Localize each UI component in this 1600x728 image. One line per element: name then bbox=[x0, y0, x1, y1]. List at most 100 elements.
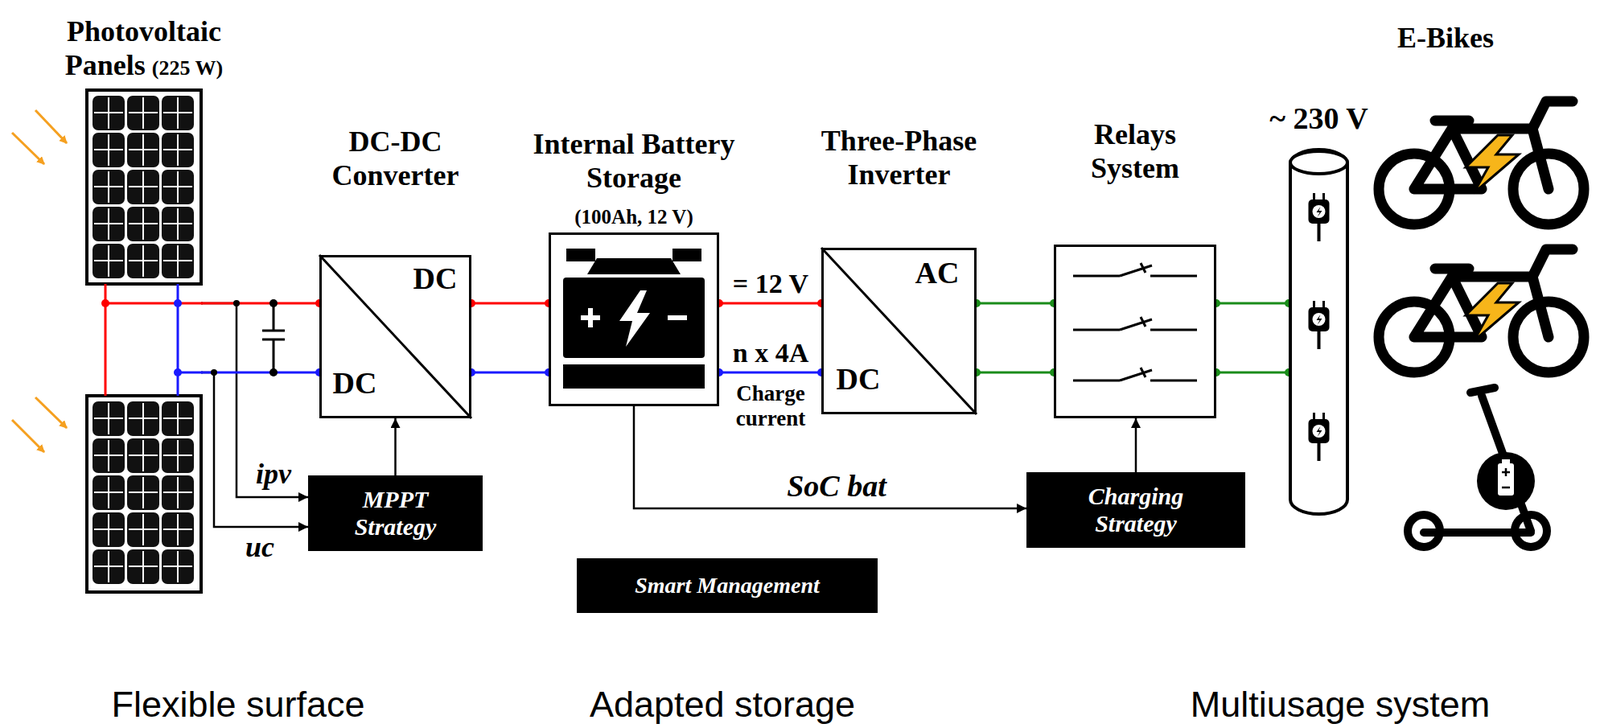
power-wire bbox=[976, 371, 1054, 375]
power-wire bbox=[471, 371, 549, 375]
node-heading: Relays System bbox=[1066, 118, 1204, 186]
signal-arrow bbox=[633, 406, 1027, 509]
socket-strip bbox=[1290, 149, 1348, 515]
terminal-dot bbox=[315, 299, 324, 308]
signal-arrow bbox=[394, 418, 397, 476]
junction-dots bbox=[101, 299, 278, 377]
port-label: AC bbox=[915, 255, 960, 292]
scooter-icon bbox=[1407, 387, 1547, 548]
relays-system: Relays System bbox=[1053, 244, 1217, 419]
pv-cell-grid bbox=[94, 403, 124, 435]
pv-cell-grid bbox=[128, 171, 158, 203]
node-heading-text: (225 W) bbox=[152, 56, 223, 80]
edge-label: ipv bbox=[255, 457, 292, 491]
pv-cell-grid bbox=[163, 403, 193, 435]
pv-cell bbox=[161, 512, 194, 548]
pv-cell bbox=[92, 475, 125, 511]
terminal-dot bbox=[1212, 299, 1221, 308]
terminal-dot bbox=[1212, 368, 1221, 377]
terminal-dot bbox=[315, 368, 324, 377]
node-heading: Three-Phase Inverter bbox=[802, 124, 996, 192]
e-bike-icon bbox=[1378, 101, 1584, 225]
pv-cell-grid bbox=[163, 245, 193, 277]
pv-cell-grid bbox=[94, 514, 124, 546]
node-heading: Internal Battery Storage(100Ah, 12 V) bbox=[513, 127, 755, 230]
edge-label: = 12 V bbox=[732, 267, 809, 300]
pv-cell bbox=[161, 169, 194, 205]
smart-management-box: Smart Management bbox=[576, 558, 878, 613]
three-phase-inverter: Three-Phase InverterACDC bbox=[821, 247, 977, 415]
pv-cell-grid bbox=[94, 171, 124, 203]
pv-cell bbox=[127, 512, 160, 548]
power-wire bbox=[201, 302, 320, 305]
pv-cell-grid bbox=[163, 514, 193, 546]
pv-cell-grid bbox=[128, 208, 158, 240]
pv-array: Photovoltaic Panels(225 W) bbox=[86, 90, 202, 593]
terminal-dot bbox=[817, 368, 826, 377]
pv-cell bbox=[161, 549, 194, 585]
signal-arrow bbox=[201, 372, 309, 527]
box-label: Smart Management bbox=[634, 572, 819, 599]
dc-dc-converter-art bbox=[319, 255, 472, 419]
port-label: DC bbox=[333, 366, 378, 402]
pv-cell bbox=[161, 475, 194, 511]
e-bikes-group: E-Bikes bbox=[1372, 91, 1597, 555]
pv-cell-grid bbox=[128, 97, 158, 129]
pv-cell-grid bbox=[94, 208, 124, 240]
battery-storage: Internal Battery Storage(100Ah, 12 V) bbox=[548, 232, 720, 407]
pv-cell bbox=[92, 401, 125, 436]
box-label: MPPT Strategy bbox=[327, 485, 465, 542]
socket-strip-top bbox=[1290, 151, 1348, 174]
terminal-dot bbox=[715, 368, 724, 377]
terminal-dot bbox=[467, 299, 476, 308]
pv-cell bbox=[92, 243, 125, 279]
terminal-dot bbox=[467, 368, 476, 377]
node-heading-text: (100Ah, 12 V) bbox=[513, 205, 755, 230]
e-bike-icon bbox=[1378, 249, 1584, 373]
pv-cell-grid bbox=[128, 477, 158, 509]
socket-strip-art bbox=[1288, 148, 1350, 516]
pv-cell-grid bbox=[163, 134, 193, 166]
wire-note: Charge current bbox=[718, 381, 823, 432]
power-wire bbox=[719, 371, 822, 375]
pv-panels bbox=[86, 90, 202, 593]
pv-cell-grid bbox=[163, 477, 193, 509]
pv-cell-grid bbox=[163, 171, 193, 203]
terminal-dot bbox=[544, 299, 553, 308]
pv-cell-grid bbox=[163, 208, 193, 240]
node-body: MPPT Strategy bbox=[308, 475, 483, 552]
e-bike-icons bbox=[1378, 101, 1584, 548]
pv-cell bbox=[127, 438, 160, 474]
terminal-dot bbox=[972, 299, 981, 308]
pv-cell bbox=[92, 169, 125, 205]
relay-switches bbox=[1073, 263, 1197, 381]
pv-cell-grid bbox=[128, 134, 158, 166]
pv-cell-grid bbox=[94, 245, 124, 277]
node-heading-text: Three-Phase Inverter bbox=[802, 124, 996, 192]
battery-storage-art bbox=[548, 232, 720, 407]
port-label: DC bbox=[413, 261, 458, 297]
pv-cell bbox=[161, 206, 194, 242]
relays-system-art bbox=[1053, 244, 1217, 419]
node-heading: ~ 230 V bbox=[1254, 101, 1384, 137]
pv-cell-grid bbox=[94, 440, 124, 472]
socket-strip: ~ 230 V bbox=[1288, 148, 1350, 516]
pv-cell bbox=[161, 243, 194, 279]
pv-cell bbox=[127, 401, 160, 436]
converter-diagonal bbox=[319, 255, 472, 419]
section-caption: Flexible surface bbox=[111, 683, 365, 726]
node-heading-text: E-Bikes bbox=[1373, 21, 1518, 55]
terminal-dot bbox=[817, 299, 826, 308]
pv-cell-grid bbox=[94, 134, 124, 166]
plug-icon bbox=[1308, 300, 1330, 350]
pv-cell-grid bbox=[128, 551, 158, 583]
pv-cell-grid bbox=[128, 245, 158, 277]
terminal-dot bbox=[972, 368, 981, 377]
pv-cell bbox=[92, 132, 125, 168]
pv-cell bbox=[127, 132, 160, 168]
power-wire bbox=[1216, 302, 1289, 305]
mppt-strategy-box: MPPT Strategy bbox=[308, 475, 483, 552]
terminal-dot bbox=[1284, 299, 1293, 308]
node-body: Smart Management bbox=[576, 558, 878, 613]
